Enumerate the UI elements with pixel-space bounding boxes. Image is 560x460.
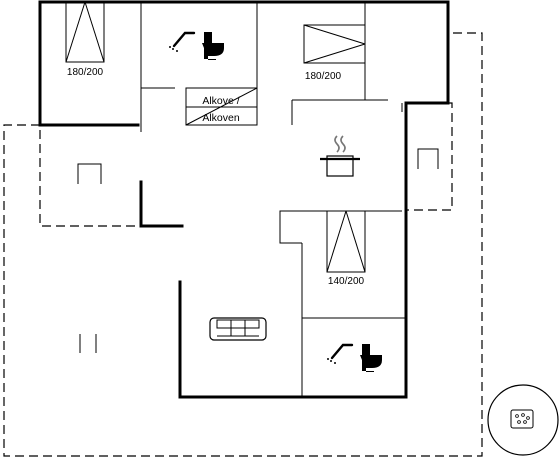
alcove-label-line2: Alkoven	[202, 112, 240, 124]
alcove-label-line1: Alkove /	[202, 95, 239, 107]
bench-west-porch	[77, 163, 102, 184]
bed-ne: 180/200	[303, 24, 366, 82]
shower-toilet-icon	[327, 343, 382, 372]
alcove: Alkove / Alkoven	[185, 87, 258, 126]
bed-center: 140/200	[326, 210, 366, 287]
bed-center-size: 140/200	[328, 276, 365, 287]
bench-terrace	[79, 334, 97, 353]
bed-nw-size: 180/200	[67, 67, 104, 78]
cooking-pot-icon	[320, 135, 360, 177]
bench-east-porch	[417, 148, 439, 169]
shower-toilet-icon	[169, 31, 224, 60]
hot-tub-icon	[487, 384, 559, 456]
west-terrace-outline	[3, 32, 483, 457]
west-living-wall	[139, 180, 184, 228]
west-porch-outline	[39, 130, 140, 227]
east-porch-outline	[406, 102, 453, 211]
terrace-outlines	[3, 32, 483, 457]
bed-nw: 180/200	[65, 1, 105, 78]
sofa-icon	[209, 317, 267, 341]
north-wall	[38, 0, 450, 127]
bed-ne-size: 180/200	[305, 71, 342, 82]
living-west-wall	[178, 280, 408, 399]
walls	[38, 0, 450, 399]
